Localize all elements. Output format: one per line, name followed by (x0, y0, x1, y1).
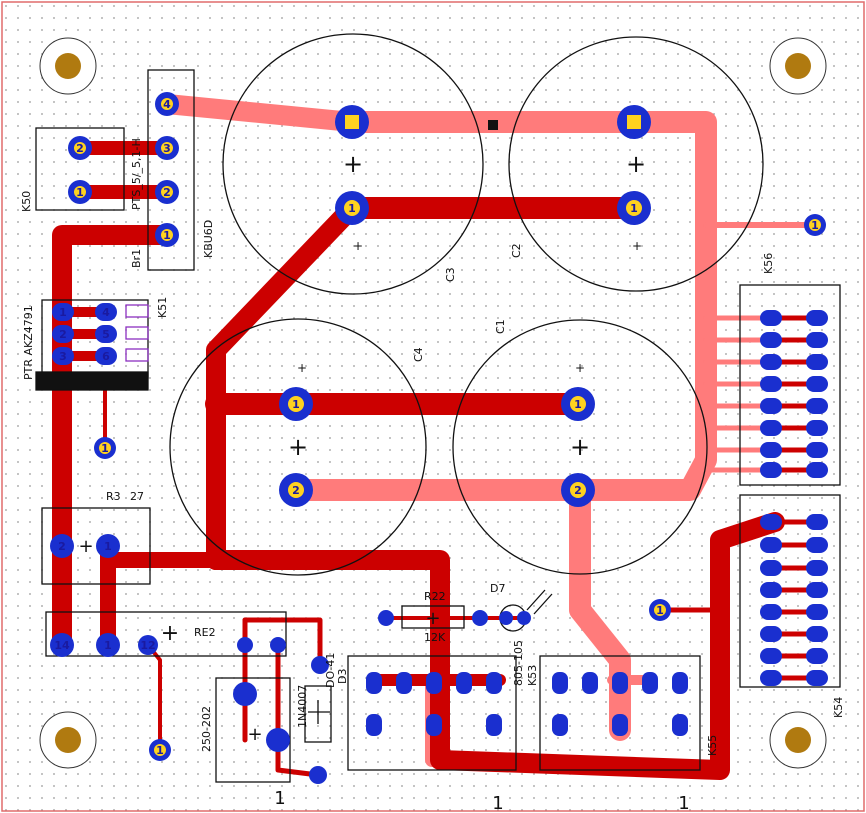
label-c1: C1 (494, 319, 507, 334)
label-k56: K56 (762, 253, 775, 274)
label-r3: R3 (106, 490, 121, 503)
pin-tp-left: 1 (156, 744, 164, 757)
pin-k50-1: 1 (76, 186, 84, 199)
pad-group-k50 (68, 136, 92, 204)
pad-group-k51 (52, 303, 117, 365)
marker-one-left: 1 (274, 788, 285, 809)
label-d3-part: 1N4007 (296, 685, 309, 728)
label-br1-part: KBU6D (202, 220, 215, 258)
pin-re2-14: 14 (54, 639, 70, 652)
pin-r3-2: 2 (58, 540, 66, 553)
label-d3-pkg: DO-41 (324, 653, 337, 688)
label-k51-part: PTR AKZ4791 (22, 305, 35, 380)
marker-one-right: 1 (678, 793, 689, 813)
silkscreen (35, 33, 841, 783)
pin-k50-2: 2 (76, 142, 84, 155)
pin-re2-11: 1 (104, 639, 112, 652)
pads (50, 92, 828, 784)
plus-r22: + (425, 608, 440, 629)
pad-group-misc (50, 214, 826, 784)
plus-c2: + (626, 150, 646, 178)
pin-c3-1: 1 (348, 202, 356, 215)
label-re2: RE2 (194, 626, 216, 639)
pin-r3-1: 1 (104, 540, 112, 553)
pin-k51-4: 4 (102, 306, 110, 319)
label-br1: Br1 (130, 249, 143, 268)
label-r3-value: 27 (130, 490, 144, 503)
label-k50: K50 (20, 191, 33, 212)
label-k51: K51 (156, 297, 169, 318)
label-c3: C3 (444, 267, 457, 282)
label-k53: K53 (526, 665, 539, 686)
pin-c4-1: 1 (292, 398, 300, 411)
pin-br1-3: 3 (163, 142, 171, 155)
label-r22-value: 12K (424, 631, 446, 644)
label-k53-part: 805-105 (512, 640, 525, 686)
label-fuse-part: 250-202 (200, 706, 213, 752)
polarity-marks: + + + + + + + + + + + + (78, 150, 646, 745)
label-r22: R22 (424, 590, 446, 603)
pin-k51-6: 6 (102, 350, 110, 363)
marker-one-mid: 1 (492, 793, 503, 813)
plus-r3: + (78, 536, 93, 557)
pin-k56-tp: 1 (811, 219, 819, 232)
pin-c1-2: 2 (574, 484, 582, 497)
pin-k51-3: 3 (59, 350, 67, 363)
pin-re2-12: 12 (140, 639, 155, 652)
plus-re2: + (161, 621, 179, 646)
plus-c1: + (570, 433, 590, 461)
label-k54: K54 (832, 697, 845, 718)
label-k55: K55 (706, 735, 719, 756)
silkscreen-labels: K50 PTS_5/_5,1-H Br1 KBU6D K51 PTR AKZ47… (20, 138, 845, 756)
pin-k51-tp: 1 (101, 442, 109, 455)
pin-br1-1: 1 (163, 229, 171, 242)
pad-group-k56-k54 (760, 310, 828, 686)
label-c2: C2 (510, 243, 523, 258)
pad-group-caps (279, 105, 651, 507)
pin-one-markers: 1 1 1 (274, 788, 689, 813)
pin-k51-5: 5 (102, 328, 110, 341)
plus-c2-small: + (632, 239, 642, 253)
plus-c4: + (288, 433, 308, 461)
label-k50-part: PTS_5/_5,1-H (130, 138, 143, 210)
pad-group-br1 (155, 92, 179, 247)
pin-k51-1: 1 (59, 306, 67, 319)
pin-c1-1: 1 (574, 398, 582, 411)
pin-tp-right: 1 (656, 604, 664, 617)
plus-c1-small: + (575, 361, 585, 375)
pin-c4-2: 2 (292, 484, 300, 497)
plus-c3: + (343, 150, 363, 178)
pin-numbers: 2 1 4 3 2 1 1 1 1 2 1 2 1 4 2 5 3 6 1 2 … (54, 98, 818, 757)
label-d3: D3 (336, 669, 349, 684)
pin-c2-1: 1 (630, 202, 638, 215)
plus-fuse: + (247, 724, 262, 745)
pin-br1-2: 2 (163, 186, 171, 199)
pin-br1-4: 4 (163, 98, 171, 111)
mount-holes (39, 37, 827, 769)
pad-group-terminals (366, 672, 688, 736)
plus-c4-small: + (297, 361, 307, 375)
label-d7: D7 (490, 582, 505, 595)
pin-k51-2: 2 (59, 328, 67, 341)
plus-c3-small: + (353, 239, 363, 253)
label-c4: C4 (412, 347, 425, 362)
